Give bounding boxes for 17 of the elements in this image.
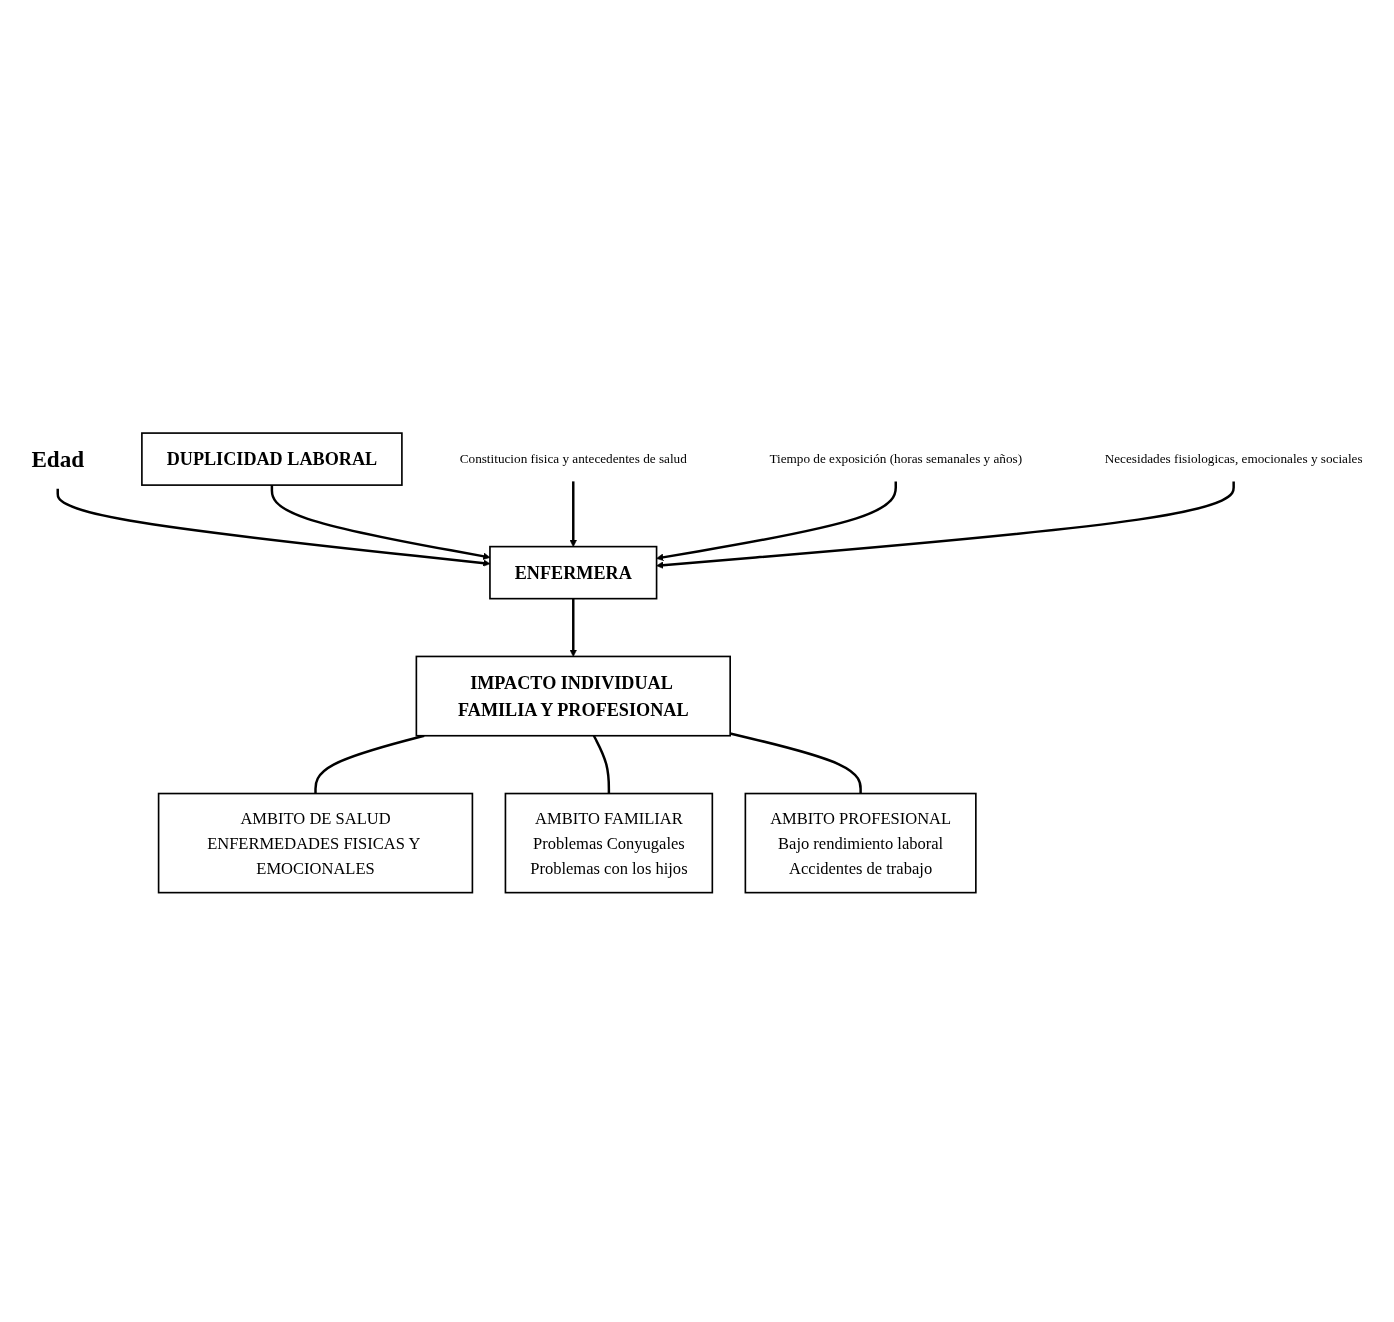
node-text: Tiempo de exposición (horas semanales y años)	[769, 451, 1023, 466]
node-box: ENFERMERA	[489, 545, 658, 600]
connector	[729, 732, 862, 794]
arrow	[569, 481, 577, 547]
node-text: Edad	[31, 445, 85, 472]
connector	[314, 734, 425, 794]
node-box: AMBITO PROFESIONAL Bajo rendimiento laboral Accidentes de trabajo	[744, 792, 977, 894]
node-box: AMBITO FAMILIAR Problemas Conyugales Problemas con los hijos	[504, 792, 714, 894]
node-text: Constitucion fisica y antecedentes de salud	[459, 451, 687, 466]
node-box: AMBITO DE SALUD ENFERMEDADES FISICAS Y EMOCIONALES	[157, 792, 474, 894]
arrow	[656, 481, 897, 561]
node-text: Necesidades fisiologicas, emocionales y sociales	[1104, 451, 1363, 466]
node-box: IMPACTO INDIVIDUAL FAMILIA Y PROFESIONAL	[415, 655, 731, 737]
node-box: DUPLICIDAD LABORAL	[141, 432, 403, 486]
connector	[592, 735, 611, 794]
arrow	[569, 598, 577, 657]
arrow	[656, 481, 1235, 569]
